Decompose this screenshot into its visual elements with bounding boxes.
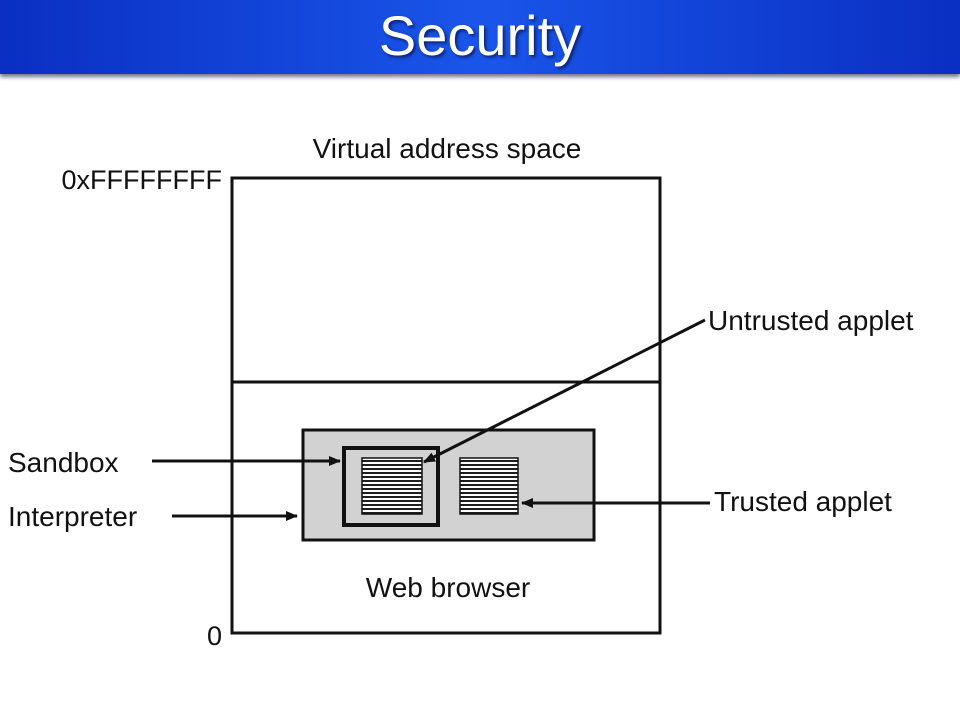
untrusted-applet-arrow xyxy=(423,318,706,464)
address-bottom-label: 0 xyxy=(207,621,222,651)
untrusted-applet-block xyxy=(361,457,423,515)
address-space-heading: Virtual address space xyxy=(313,133,582,164)
untrusted-applet-label: Untrusted applet xyxy=(708,305,914,336)
web-browser-label: Web browser xyxy=(366,572,530,603)
slide-title: Security xyxy=(378,4,582,67)
address-space-box xyxy=(230,176,662,635)
trusted-applet-label: Trusted applet xyxy=(714,486,892,517)
address-top-label: 0xFFFFFFFF xyxy=(62,165,222,195)
title-bar xyxy=(0,0,960,74)
interpreter-label: Interpreter xyxy=(8,501,137,532)
trusted-applet-block xyxy=(459,457,519,515)
sandbox-label: Sandbox xyxy=(8,447,119,478)
